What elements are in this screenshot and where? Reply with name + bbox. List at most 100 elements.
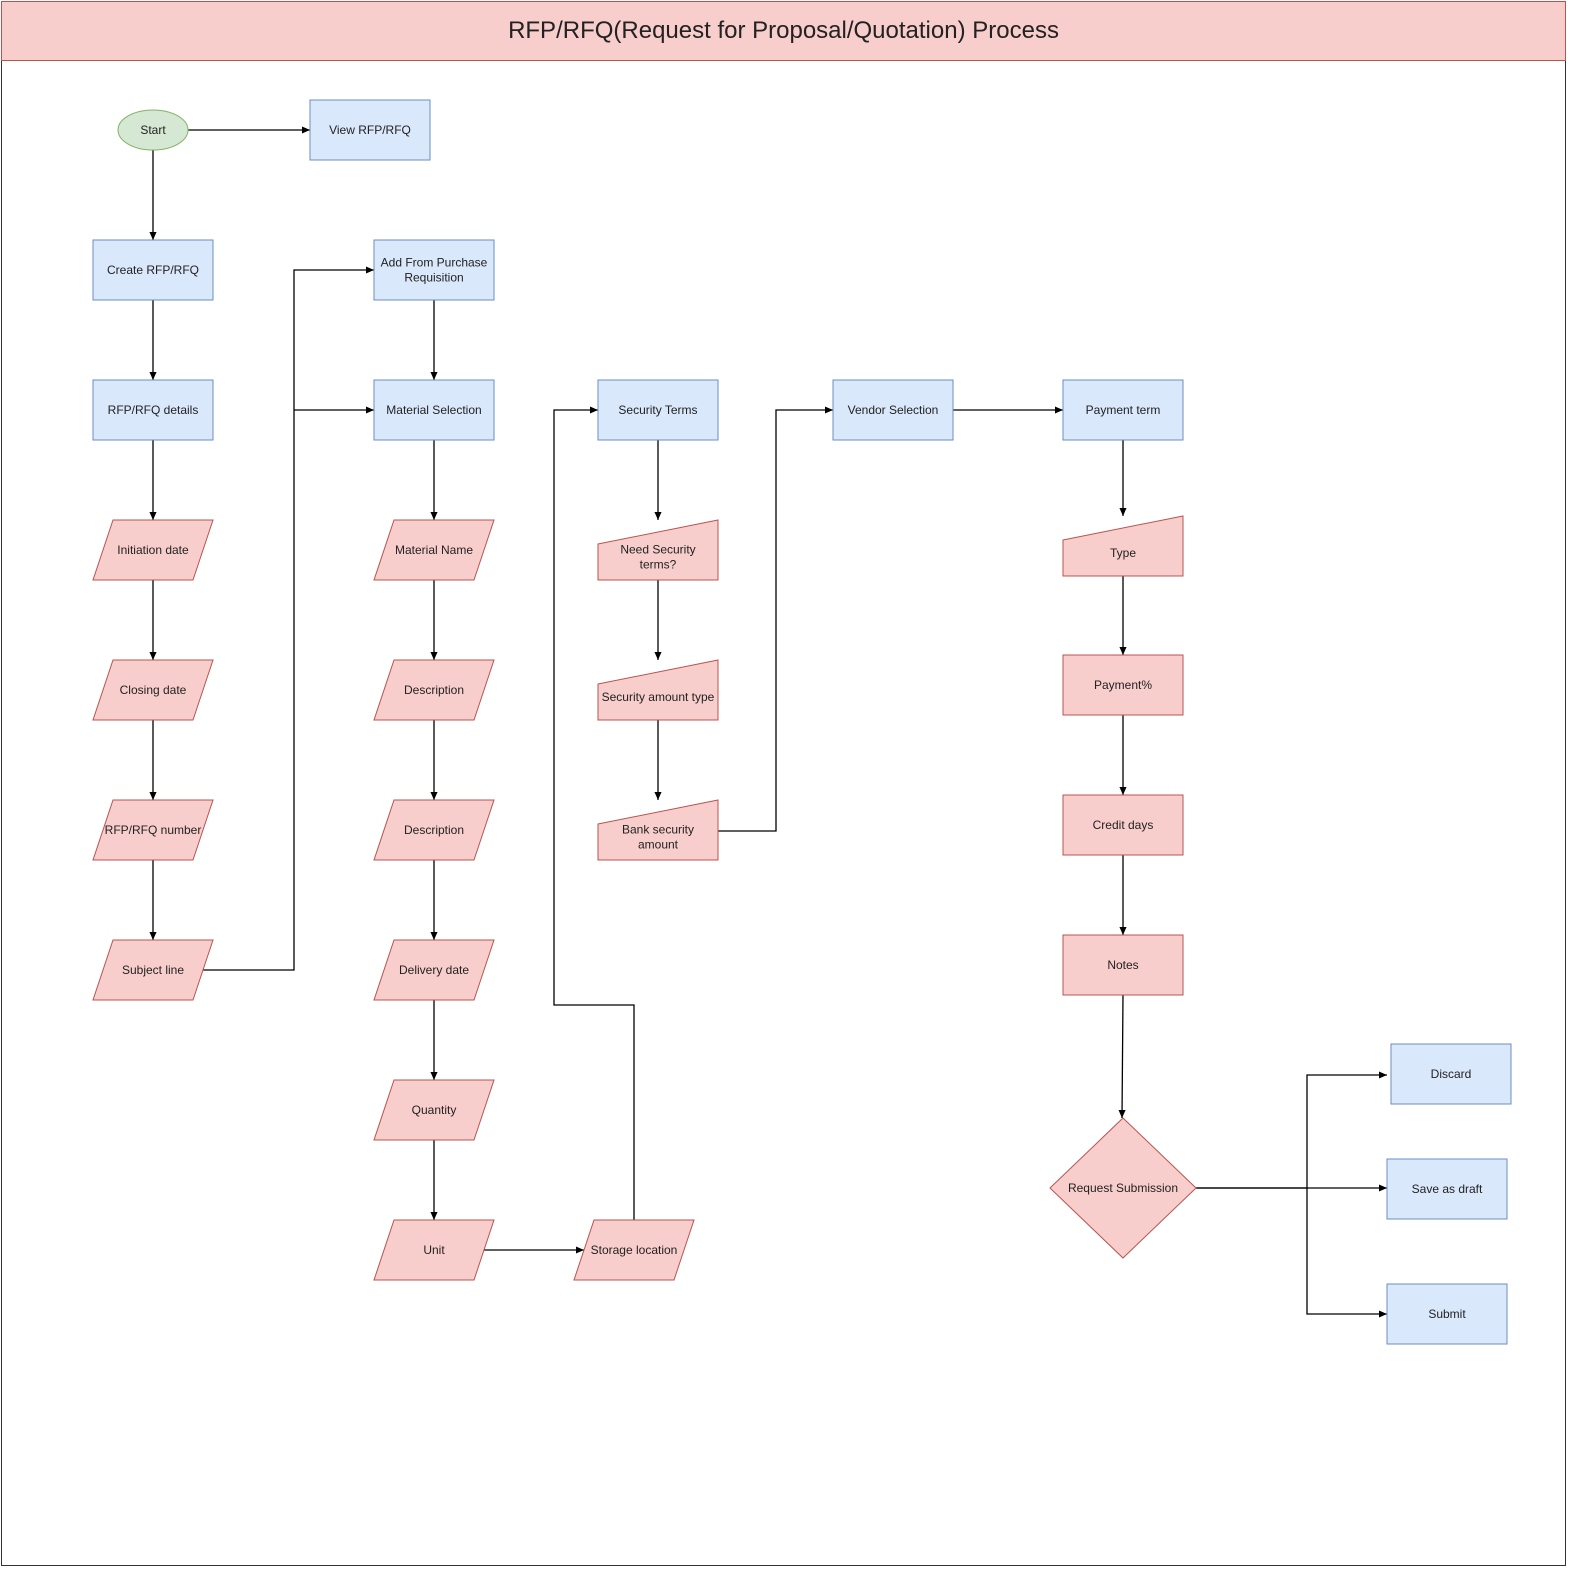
node-quantity-label: Quantity	[412, 1103, 457, 1117]
node-closing-date: Closing date	[92, 659, 214, 721]
node-description-1-shape	[373, 659, 495, 721]
edge-notes-to-request-submission	[1118, 994, 1126, 1119]
node-bank-security-amount-shape	[597, 799, 719, 861]
node-view-rfp-shape	[309, 99, 431, 161]
node-payment-pct: Payment%	[1062, 654, 1184, 716]
node-description-2-shape	[373, 799, 495, 861]
node-quantity-shape	[373, 1079, 495, 1141]
node-closing-date-shape	[92, 659, 214, 721]
node-save-as-draft-label: Save as draft	[1412, 1182, 1483, 1196]
node-closing-date-label: Closing date	[120, 683, 187, 697]
node-request-submission-shape	[1049, 1117, 1197, 1259]
node-rfp-details: RFP/RFQ details	[92, 379, 214, 441]
node-storage-location: Storage location	[573, 1219, 695, 1281]
node-material-name-label: Material Name	[395, 543, 473, 557]
node-subject-line-shape	[92, 939, 214, 1001]
node-payment-term-label: Payment term	[1086, 403, 1161, 417]
node-rfp-details-shape	[92, 379, 214, 441]
node-initiation-date-shape	[92, 519, 214, 581]
node-credit-days: Credit days	[1062, 794, 1184, 856]
node-credit-days-shape	[1062, 794, 1184, 856]
node-unit: Unit	[373, 1219, 495, 1281]
node-discard-shape	[1390, 1043, 1512, 1105]
node-rfp-number: RFP/RFQ number	[92, 799, 214, 861]
node-create-rfp-shape	[92, 239, 214, 301]
node-submit-label: Submit	[1428, 1307, 1466, 1321]
node-security-terms: Security Terms	[597, 379, 719, 441]
node-vendor-selection: Vendor Selection	[832, 379, 954, 441]
node-save-as-draft: Save as draft	[1386, 1158, 1508, 1220]
node-unit-label: Unit	[423, 1243, 445, 1257]
node-description-2: Description	[373, 799, 495, 861]
node-subject-line-label: Subject line	[122, 963, 184, 977]
node-security-amount-type-shape	[597, 659, 719, 721]
node-vendor-selection-shape	[832, 379, 954, 441]
node-type-label: Type	[1110, 546, 1136, 560]
node-security-amount-type: Security amount type	[597, 659, 719, 721]
node-payment-pct-shape	[1062, 654, 1184, 716]
node-rfp-number-shape	[92, 799, 214, 861]
node-type: Type	[1062, 515, 1184, 577]
node-payment-term-shape	[1062, 379, 1184, 441]
node-material-selection-label: Material Selection	[386, 403, 481, 417]
node-start: Start	[117, 109, 189, 151]
node-add-from-pr-label: Add From Purchase	[381, 256, 488, 270]
node-need-security-shape	[597, 519, 719, 581]
nodes-layer: Start View RFP/RFQ Create RFP/RFQ RFP/RFQ d…	[92, 99, 1512, 1345]
node-create-rfp: Create RFP/RFQ	[92, 239, 214, 301]
node-start-label: Start	[140, 123, 166, 137]
node-storage-location-shape	[573, 1219, 695, 1281]
node-security-terms-shape	[597, 379, 719, 441]
node-view-rfp-label: View RFP/RFQ	[329, 123, 411, 137]
node-bank-security-amount-label: amount	[638, 838, 679, 852]
node-initiation-date: Initiation date	[92, 519, 214, 581]
node-subject-line: Subject line	[92, 939, 214, 1001]
node-description-1-label: Description	[404, 683, 464, 697]
node-vendor-selection-label: Vendor Selection	[848, 403, 939, 417]
edge-request-submission-to-discard	[1196, 1071, 1387, 1189]
node-material-name-shape	[373, 519, 495, 581]
node-add-from-pr-shape	[373, 239, 495, 301]
node-credit-days-label: Credit days	[1093, 818, 1154, 832]
node-delivery-date-label: Delivery date	[399, 963, 469, 977]
node-save-as-draft-shape	[1386, 1158, 1508, 1220]
edges-layer	[149, 126, 1387, 1318]
node-notes: Notes	[1062, 934, 1184, 996]
node-notes-label: Notes	[1107, 958, 1138, 972]
node-bank-security-amount-label: Bank security	[622, 823, 694, 837]
node-notes-shape	[1062, 934, 1184, 996]
node-security-terms-label: Security Terms	[618, 403, 697, 417]
node-discard-label: Discard	[1431, 1067, 1472, 1081]
node-delivery-date-shape	[373, 939, 495, 1001]
node-add-from-pr-label: Requisition	[404, 271, 463, 285]
node-discard: Discard	[1390, 1043, 1512, 1105]
node-rfp-details-label: RFP/RFQ details	[108, 403, 199, 417]
node-security-amount-type-label: Security amount type	[602, 690, 715, 704]
node-storage-location-label: Storage location	[591, 1243, 678, 1257]
node-need-security-label: terms?	[640, 558, 677, 572]
node-delivery-date: Delivery date	[373, 939, 495, 1001]
node-type-shape	[1062, 515, 1184, 577]
node-initiation-date-label: Initiation date	[117, 543, 189, 557]
node-submit-shape	[1386, 1283, 1508, 1345]
edge-request-submission-to-submit	[1306, 1188, 1387, 1318]
edge-subject-line-to-add-from-pr	[203, 266, 374, 971]
node-payment-term: Payment term	[1062, 379, 1184, 441]
node-request-submission-label: Request Submission	[1068, 1181, 1178, 1195]
node-material-name: Material Name	[373, 519, 495, 581]
node-request-submission: Request Submission	[1049, 1117, 1197, 1259]
node-submit: Submit	[1386, 1283, 1508, 1345]
edge-bank-security-amount-to-vendor-selection	[718, 406, 833, 832]
node-material-selection-shape	[373, 379, 495, 441]
node-description-1: Description	[373, 659, 495, 721]
node-material-selection: Material Selection	[373, 379, 495, 441]
diagram-title: RFP/RFQ(Request for Proposal/Quotation) …	[1, 1, 1566, 61]
node-create-rfp-label: Create RFP/RFQ	[107, 263, 199, 277]
node-quantity: Quantity	[373, 1079, 495, 1141]
edge-storage-location-to-security-terms	[553, 406, 635, 1220]
